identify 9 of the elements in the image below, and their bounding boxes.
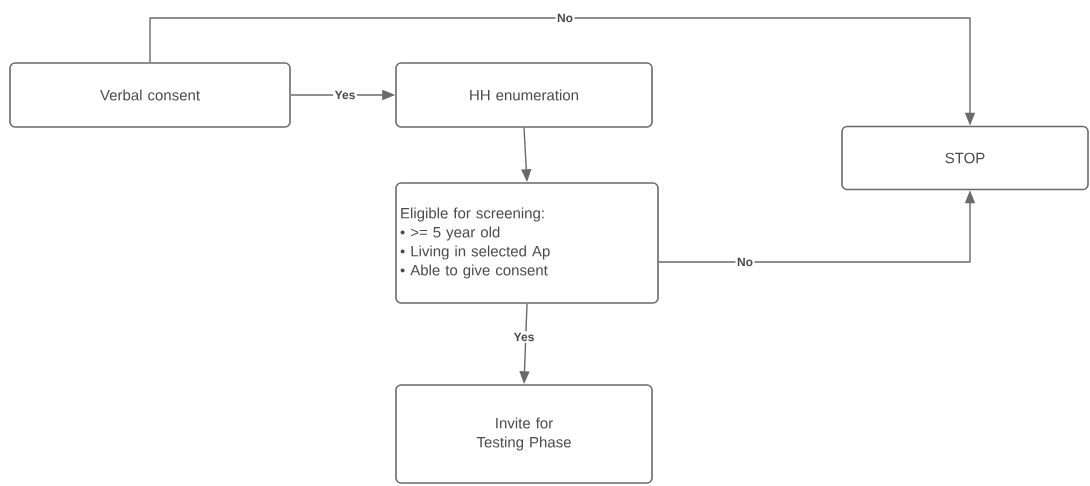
process-box: Verbal consent xyxy=(9,62,291,128)
process-box: Invite for Testing Phase xyxy=(395,384,653,484)
process-box: HH enumeration xyxy=(395,62,653,128)
decision-box: Eligible for screening: • >= 5 year old • Living in selected Ap • Able to give consent xyxy=(395,182,659,304)
edge-label: No xyxy=(735,256,755,268)
edge-label: No xyxy=(555,12,575,24)
terminal-box: STOP xyxy=(841,125,1089,191)
edge-label: Yes xyxy=(333,89,357,101)
edge-label: Yes xyxy=(512,331,536,343)
